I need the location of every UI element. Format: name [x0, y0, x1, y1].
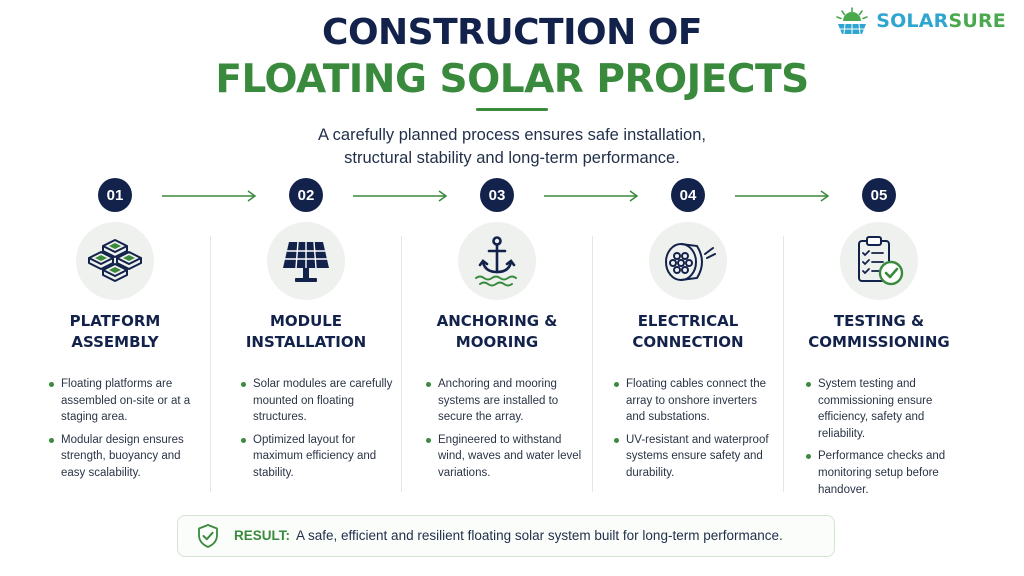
- step-number-5: 05: [862, 178, 896, 212]
- step-title-5: TESTING &COMMISSIONING: [808, 312, 950, 351]
- step-bullets-2: Solar modules are carefully mounted on f…: [239, 376, 399, 488]
- bullet-item: Engineered to withstand wind, waves and …: [424, 432, 584, 482]
- bullet-item: Floating cables connect the array to ons…: [612, 376, 772, 426]
- step-bullets-3: Anchoring and mooring systems are instal…: [424, 376, 584, 488]
- bullet-item: Optimized layout for maximum efficiency …: [239, 432, 399, 482]
- step-bullets-4: Floating cables connect the array to ons…: [612, 376, 772, 488]
- column-divider: [783, 236, 784, 492]
- arrow-right-icon: [735, 190, 830, 202]
- result-text: A safe, efficient and resilient floating…: [296, 528, 783, 543]
- step-title-3: ANCHORING &MOORING: [436, 312, 558, 351]
- bullet-item: Solar modules are carefully mounted on f…: [239, 376, 399, 426]
- step-number-1: 01: [98, 178, 132, 212]
- brand-logo: SOLARSURE: [834, 6, 1006, 36]
- bullet-item: Anchoring and mooring systems are instal…: [424, 376, 584, 426]
- bullet-item: UV-resistant and waterproof systems ensu…: [612, 432, 772, 482]
- title-underline: [476, 108, 548, 111]
- step-number-4: 04: [671, 178, 705, 212]
- step-bullets-5: System testing and commissioning ensure …: [804, 376, 964, 504]
- checklist-icon: [858, 236, 904, 286]
- brand-name: SOLARSURE: [876, 10, 1006, 32]
- page-title-line-1: CONSTRUCTION OF: [322, 12, 702, 53]
- step-icon-1: [76, 222, 154, 300]
- bullet-item: Floating platforms are assembled on-site…: [47, 376, 207, 426]
- step-icon-2: [267, 222, 345, 300]
- arrow-right-icon: [544, 190, 639, 202]
- solar-panel-icon: [283, 241, 329, 282]
- bullet-item: Modular design ensures strength, buoyanc…: [47, 432, 207, 482]
- result-banner: RESULT: A safe, efficient and resilient f…: [177, 515, 835, 557]
- arrow-right-icon: [353, 190, 448, 202]
- bullet-item: System testing and commissioning ensure …: [804, 376, 964, 442]
- step-number-2: 02: [289, 178, 323, 212]
- step-bullets-1: Floating platforms are assembled on-site…: [47, 376, 207, 488]
- page-title-line-2: FLOATING SOLAR PROJECTS: [215, 57, 809, 102]
- result-label: RESULT:: [234, 528, 290, 543]
- floating-platform-icon: [88, 239, 142, 282]
- anchor-icon: [475, 236, 517, 287]
- sun-water-icon: [836, 7, 868, 35]
- page-subtitle: A carefully planned process ensures safe…: [318, 126, 706, 167]
- step-icon-3: [458, 222, 536, 300]
- step-icon-5: [840, 222, 918, 300]
- cable-icon: [665, 243, 716, 281]
- column-divider: [210, 236, 211, 492]
- column-divider: [592, 236, 593, 492]
- shield-check-icon: [198, 524, 218, 548]
- arrow-right-icon: [162, 190, 257, 202]
- bullet-item: Performance checks and monitoring setup …: [804, 448, 964, 498]
- step-icon-4: [649, 222, 727, 300]
- column-divider: [401, 236, 402, 492]
- step-number-3: 03: [480, 178, 514, 212]
